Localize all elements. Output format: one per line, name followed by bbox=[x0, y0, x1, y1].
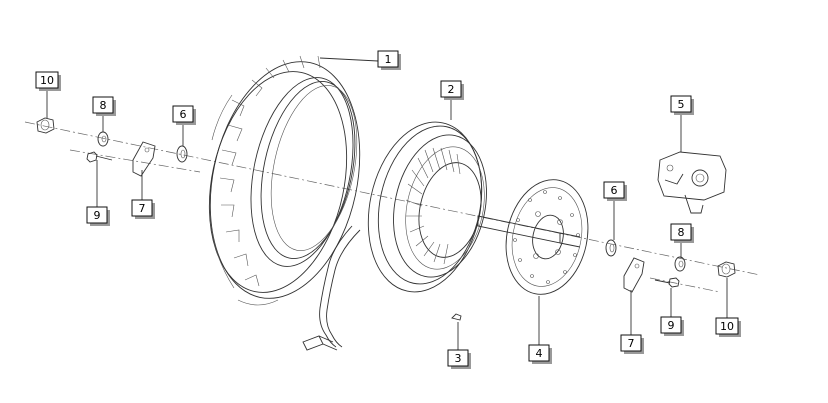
callout-10-right-label: 10 bbox=[720, 320, 734, 333]
bolt-centerline-left bbox=[69, 149, 201, 173]
callout-1: 1 bbox=[377, 50, 401, 70]
plate-left-drawing bbox=[132, 141, 156, 177]
callout-6-right-label: 6 bbox=[611, 184, 618, 197]
tire-drawing bbox=[208, 55, 361, 306]
spacer-left-drawing bbox=[176, 145, 188, 163]
callout-10-left-label: 10 bbox=[40, 74, 54, 87]
callout-3-label: 3 bbox=[455, 352, 462, 365]
leader-lines bbox=[46, 57, 728, 350]
callout-2-label: 2 bbox=[448, 83, 455, 96]
callout-4: 4 bbox=[528, 344, 552, 364]
callout-4-label: 4 bbox=[536, 347, 543, 360]
hub-motor-drawing bbox=[367, 121, 581, 293]
plate-right-drawing bbox=[623, 257, 645, 293]
callout-9-left: 9 bbox=[86, 206, 110, 226]
callout-3: 3 bbox=[447, 349, 471, 369]
bolt-right-drawing bbox=[654, 277, 680, 288]
callout-7-left-label: 7 bbox=[139, 202, 146, 215]
callout-6-right: 6 bbox=[603, 181, 627, 201]
callout-7-right: 7 bbox=[620, 334, 644, 354]
washer-left-drawing bbox=[97, 131, 109, 147]
callout-2: 2 bbox=[440, 80, 464, 100]
callout-8-right-label: 8 bbox=[678, 226, 685, 239]
spacer-right-drawing bbox=[605, 239, 617, 257]
callout-7-right-label: 7 bbox=[628, 337, 635, 350]
callout-8-right: 8 bbox=[670, 223, 694, 243]
brake-disc-drawing bbox=[505, 179, 589, 295]
callout-5: 5 bbox=[670, 95, 694, 115]
callout-8-left: 8 bbox=[92, 96, 116, 116]
callout-1-label: 1 bbox=[385, 53, 392, 66]
callout-10-right: 10 bbox=[715, 317, 741, 337]
callout-9-left-label: 9 bbox=[94, 209, 101, 222]
axle-nut-left-drawing bbox=[36, 117, 55, 134]
callout-9-right: 9 bbox=[660, 316, 684, 336]
washer-right-drawing bbox=[674, 256, 686, 272]
bolt-left-drawing bbox=[86, 151, 113, 163]
valve-drawing bbox=[451, 313, 462, 321]
callout-10-left: 10 bbox=[35, 71, 61, 91]
callout-8-left-label: 8 bbox=[100, 99, 107, 112]
callout-6-left: 6 bbox=[172, 105, 196, 125]
brake-caliper-drawing bbox=[657, 151, 727, 214]
callout-5-label: 5 bbox=[678, 98, 685, 111]
bolt-centerline-right bbox=[649, 277, 721, 293]
callout-7-left: 7 bbox=[131, 199, 155, 219]
callout-6-left-label: 6 bbox=[180, 108, 187, 121]
cable-drawing bbox=[302, 225, 361, 351]
axle-nut-right-drawing bbox=[717, 261, 736, 278]
axle-centerline bbox=[24, 121, 761, 276]
callout-9-right-label: 9 bbox=[668, 319, 675, 332]
